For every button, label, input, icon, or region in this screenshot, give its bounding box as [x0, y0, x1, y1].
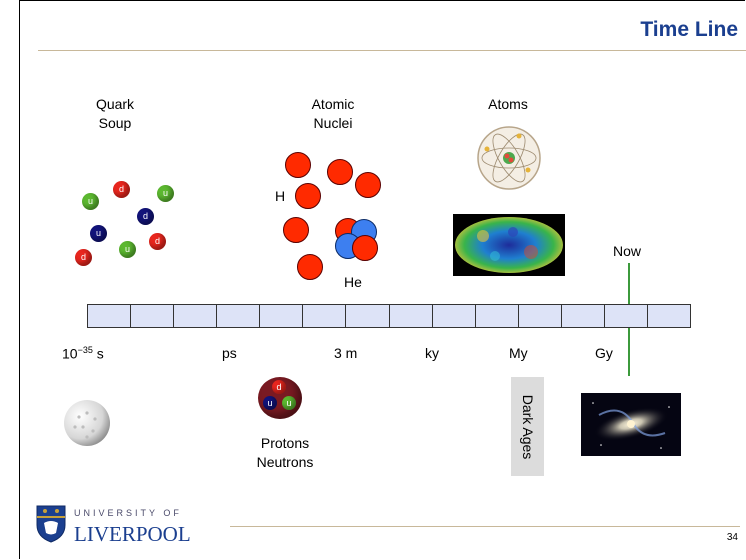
tick-label-gy: Gy: [595, 345, 613, 361]
proton-ball: [297, 254, 323, 280]
dark-ages-box: Dark Ages: [511, 377, 544, 476]
timeline-segment: [519, 305, 562, 327]
quark-ball: d: [149, 233, 166, 250]
golf-ball-image: [63, 399, 111, 447]
neutrons-label: Neutrons: [256, 454, 314, 470]
quark-ball: u: [119, 241, 136, 258]
timeline-segment: [648, 305, 690, 327]
footer-divider: [230, 526, 740, 527]
proton-ball: [355, 172, 381, 198]
slide-frame: [19, 0, 745, 559]
hydrogen-label: H: [275, 188, 286, 204]
protons-label: Protons: [260, 435, 310, 451]
protons-neutrons-label: Protons Neutrons: [248, 434, 322, 472]
atomic-nuclei-illustration: [280, 150, 390, 290]
proton-ball: [352, 235, 378, 261]
timeline-segment: [131, 305, 175, 327]
timeline-segment: [303, 305, 347, 327]
atomic-nuclei-label: Atomic Nuclei: [303, 95, 363, 133]
proton-ball: [327, 159, 353, 185]
timeline-segment: [88, 305, 132, 327]
proton-ball: [283, 217, 309, 243]
timeline-segment: [433, 305, 476, 327]
quark-soup-label: Quark Soup: [92, 95, 138, 133]
tick-label-ky: ky: [425, 345, 439, 361]
timeline-segment: [217, 305, 261, 327]
timeline-segment: [260, 305, 304, 327]
quark-soup-line1: Quark: [95, 96, 135, 112]
quark-ball: d: [113, 181, 130, 198]
quark-ball: d: [137, 208, 154, 225]
quark-ball: u: [282, 396, 296, 410]
quark-ball: u: [82, 193, 99, 210]
quark-ball: u: [157, 185, 174, 202]
tick-label-ps: ps: [222, 345, 237, 361]
quark-soup-line2: Soup: [98, 115, 132, 131]
timeline-segment: [476, 305, 519, 327]
timeline-segment: [174, 305, 218, 327]
quark-ball: d: [272, 380, 286, 394]
galaxy-image: [581, 393, 681, 456]
atomic-nuclei-line2: Nuclei: [313, 115, 353, 131]
quark-ball: u: [263, 396, 277, 410]
atomic-nuclei-line1: Atomic: [311, 96, 355, 112]
atoms-label: Atoms: [488, 96, 528, 112]
university-small-text: UNIVERSITY OF: [74, 508, 182, 518]
cmb-map-image: [453, 214, 565, 276]
tick-label-my: My: [509, 345, 528, 361]
now-label: Now: [613, 243, 642, 259]
timeline-segment: [562, 305, 605, 327]
timeline-bar: [87, 304, 691, 328]
timeline-segment: [390, 305, 433, 327]
title-divider: [38, 50, 746, 51]
tick-label-planck: 10−35 s: [62, 345, 104, 362]
timeline-segment: [346, 305, 390, 327]
slide-title: Time Line: [640, 18, 738, 41]
university-crest-logo: [36, 505, 66, 543]
helium-label: He: [344, 274, 362, 290]
nucleon-illustration: d u u: [258, 377, 302, 419]
quark-ball: d: [75, 249, 92, 266]
university-name: LIVERPOOL: [74, 522, 191, 546]
page-number: 34: [726, 532, 738, 543]
quark-soup-illustration: u d u d u d u d d: [70, 175, 180, 270]
dark-ages-label: Dark Ages: [519, 394, 536, 459]
proton-ball: [285, 152, 311, 178]
proton-ball: [295, 183, 321, 209]
atom-model-image: [473, 123, 545, 193]
tick-label-3m: 3 m: [334, 345, 358, 361]
timeline-segment: [605, 305, 649, 327]
quark-ball: u: [90, 225, 107, 242]
